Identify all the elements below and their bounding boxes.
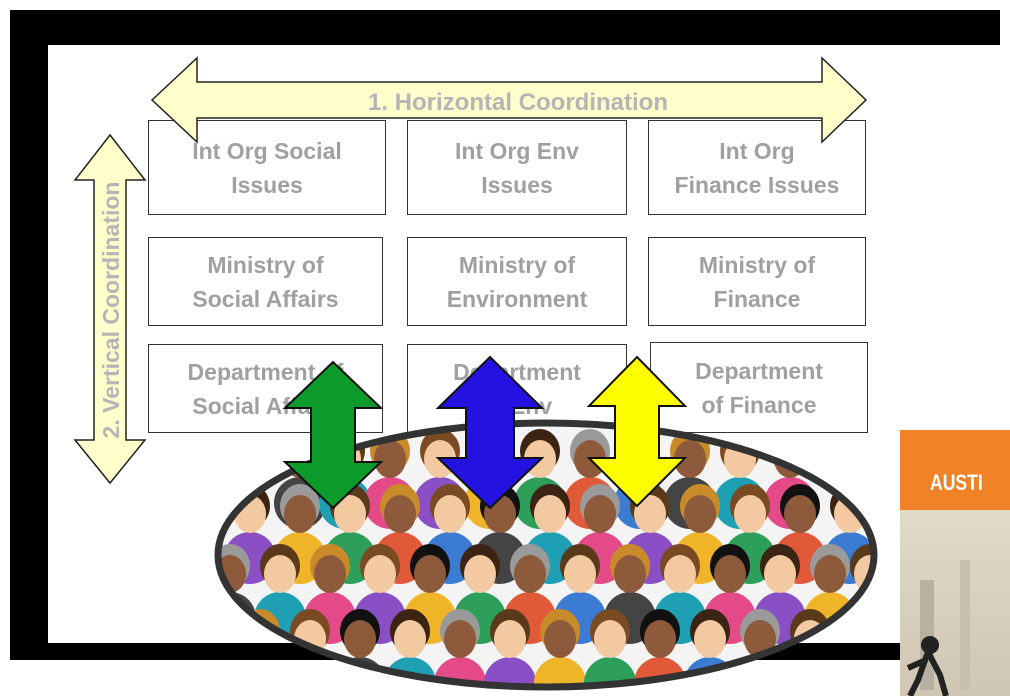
crowd-person-face xyxy=(544,620,576,658)
horizontal-label: 1. Horizontal Coordination xyxy=(368,89,668,116)
cell-ministry-environment: Ministry of Environment xyxy=(407,237,627,326)
crowd-person-face xyxy=(734,495,766,533)
crowd-person-face xyxy=(664,555,696,593)
crowd-person-face xyxy=(694,620,726,658)
crowd-person-face xyxy=(714,555,746,593)
crowd-person-body xyxy=(784,657,836,687)
crowd-person-face xyxy=(264,555,296,593)
crowd-person-body xyxy=(284,657,336,687)
cell-int-org-env: Int Org Env Issues xyxy=(407,120,627,215)
crowd-person-face xyxy=(314,555,346,593)
crowd-person-face xyxy=(394,620,426,658)
crowd-person-face xyxy=(494,620,526,658)
crowd-person-face xyxy=(684,495,716,533)
crowd-person-face xyxy=(564,555,596,593)
crowd-person-face xyxy=(674,440,706,478)
crowd-person-face xyxy=(614,555,646,593)
crowd-person-face xyxy=(384,495,416,533)
green-arrow xyxy=(282,360,384,510)
yellow-arrow xyxy=(586,355,688,508)
crowd-person-face xyxy=(784,495,816,533)
crowd-person-face xyxy=(434,495,466,533)
crowd-person-face xyxy=(284,495,316,533)
crowd-person-face xyxy=(764,555,796,593)
book-cover-title: AUSTI xyxy=(930,470,983,495)
cell-department-finance: Department of Finance xyxy=(650,342,868,433)
crowd-person-body xyxy=(218,592,256,644)
cell-int-org-finance: Int Org Finance Issues xyxy=(648,120,866,215)
cell-int-org-social: Int Org Social Issues xyxy=(148,120,386,215)
crowd-person-face xyxy=(464,555,496,593)
crowd-person-body xyxy=(534,657,586,687)
crowd-person-face xyxy=(364,555,396,593)
crowd-person-face xyxy=(594,620,626,658)
crowd-person-face xyxy=(374,440,406,478)
crowd-person-face xyxy=(444,620,476,658)
crowd-person-face xyxy=(344,620,376,658)
crowd-person-face xyxy=(334,495,366,533)
crowd-image xyxy=(218,423,874,687)
crowd-person-body xyxy=(234,657,286,687)
crowd-person-face xyxy=(534,495,566,533)
crowd-person-face xyxy=(414,555,446,593)
cell-ministry-social: Ministry of Social Affairs xyxy=(148,237,383,326)
crowd-person-face xyxy=(514,555,546,593)
book-cover-banner xyxy=(900,430,1010,510)
crowd-person-face xyxy=(644,620,676,658)
cell-ministry-finance: Ministry of Finance xyxy=(648,237,866,326)
book-cover-image: AUSTI xyxy=(900,430,1010,696)
crowd-person-face xyxy=(634,495,666,533)
vertical-label: 2. Vertical Coordination xyxy=(98,182,124,439)
crowd-person-face xyxy=(584,495,616,533)
crowd-ellipse-border xyxy=(214,419,878,691)
blue-arrow xyxy=(435,355,545,510)
crowd-person-face xyxy=(814,555,846,593)
vertical-arrow xyxy=(73,133,147,485)
horizontal-arrow xyxy=(150,56,868,144)
